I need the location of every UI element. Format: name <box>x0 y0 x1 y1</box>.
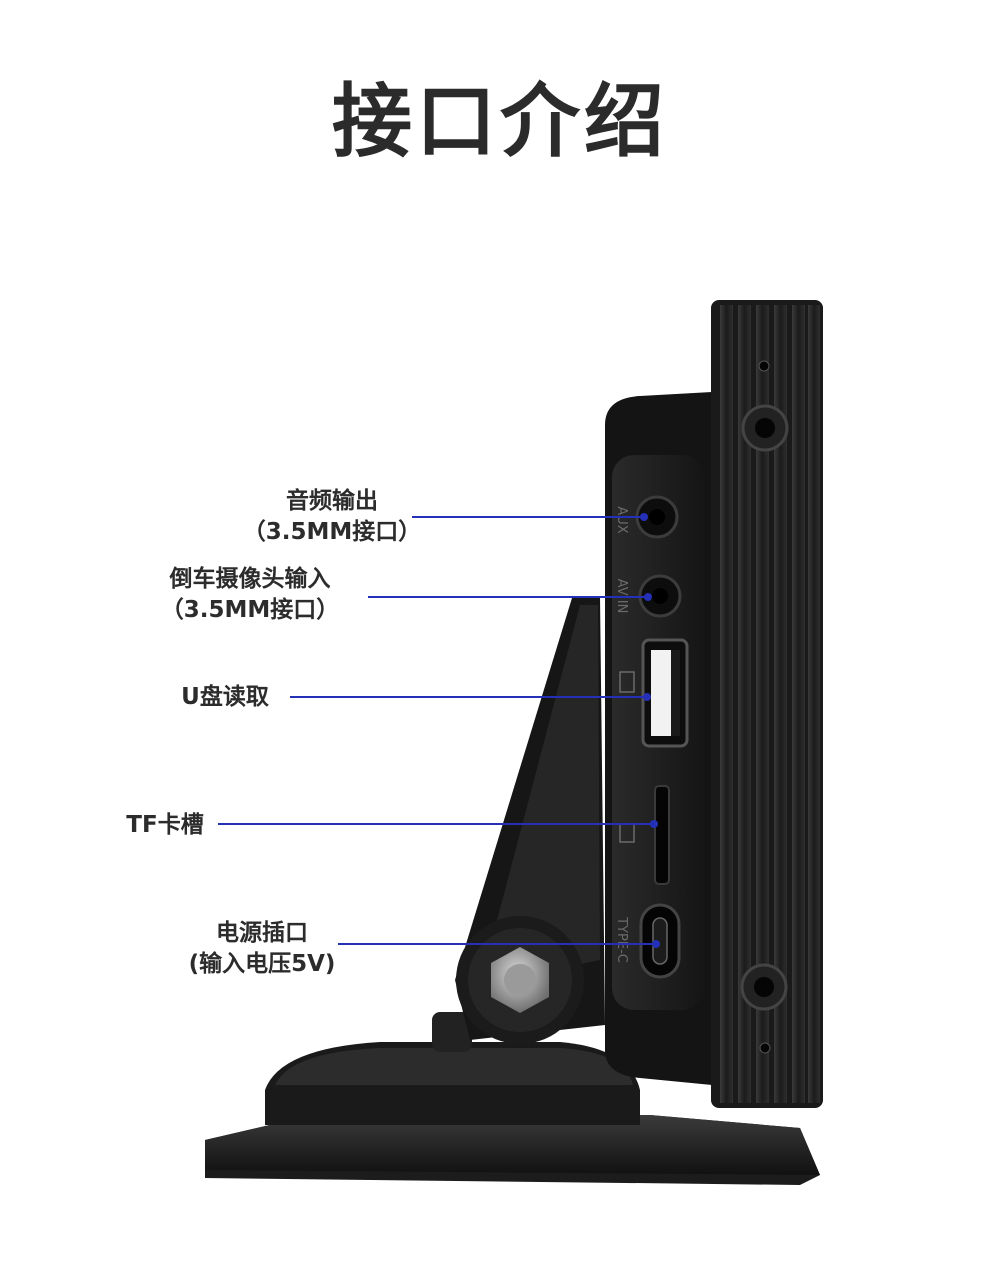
monitor-ribbed-edge <box>711 300 823 1108</box>
reverse-camera-input-label: 倒车摄像头输入 （3.5MM接口） <box>150 564 350 626</box>
aux-marking: AUX <box>614 506 629 533</box>
audio-output-detail: （3.5MM接口） <box>242 519 422 546</box>
tf-card-slot-label: TF卡槽 <box>110 810 220 841</box>
reverse-camera-input-leader-line <box>368 593 652 601</box>
usb-port <box>641 638 689 748</box>
power-port-leader-line <box>338 940 660 948</box>
reverse-camera-input-name: 倒车摄像头输入 <box>169 566 331 592</box>
usb-drive-leader-line <box>290 693 651 701</box>
page-title: 接口介绍 <box>332 75 668 168</box>
tf-card-slot-leader-line <box>218 820 658 828</box>
mount-arm <box>455 596 605 1044</box>
mount-base <box>205 1012 820 1185</box>
power-port-label: 电源插口 (输入电压5V) <box>162 918 362 980</box>
tf-card-slot-name: TF卡槽 <box>126 812 204 838</box>
power-port-name: 电源插口 <box>216 920 308 946</box>
usb-icon <box>619 671 635 693</box>
reverse-camera-input-detail: （3.5MM接口） <box>160 597 340 624</box>
tf-card-slot <box>654 785 670 885</box>
power-port-detail: (输入电压5V) <box>188 951 336 978</box>
audio-output-name: 音频输出 <box>286 488 378 514</box>
audio-output-leader-line <box>412 513 648 521</box>
type-c-port <box>639 903 681 979</box>
audio-output-label: 音频输出 （3.5MM接口） <box>232 486 432 548</box>
usb-drive-name: U盘读取 <box>181 684 269 710</box>
type-c-marking: TYPE-C <box>614 916 629 963</box>
usb-drive-label: U盘读取 <box>150 682 300 713</box>
